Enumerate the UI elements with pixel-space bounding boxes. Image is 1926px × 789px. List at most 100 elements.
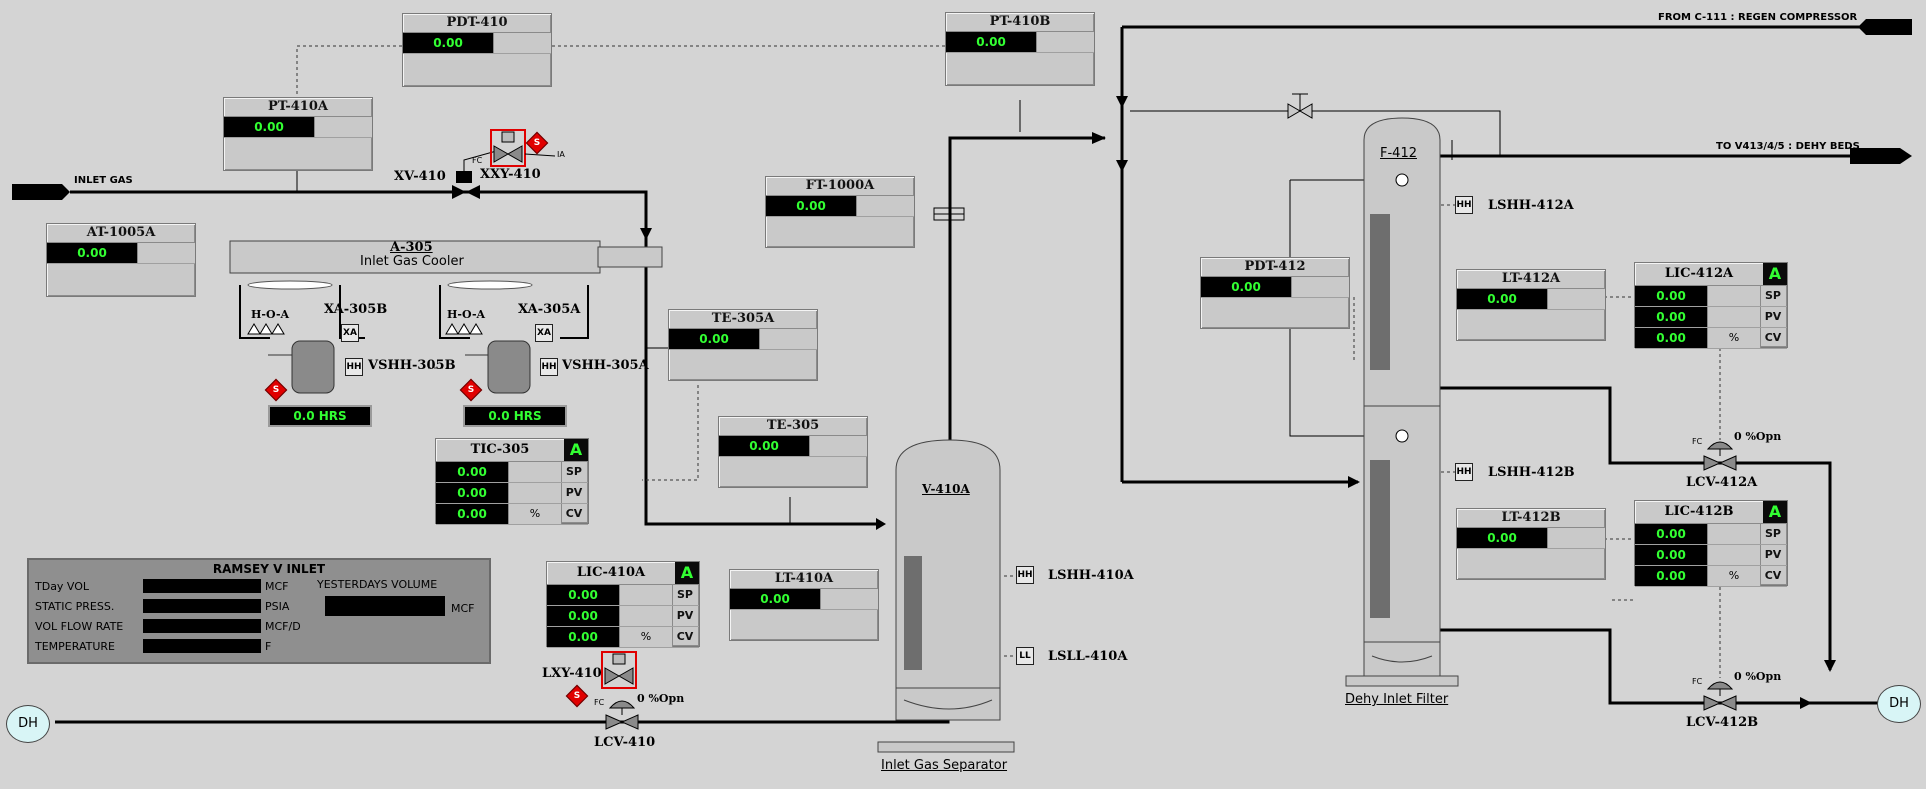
lic410a-tag: LIC-410A — [576, 565, 646, 580]
lxy410-label[interactable]: LXY-410 — [542, 666, 602, 681]
te305a-tag: TE-305A — [669, 310, 817, 329]
ramsey-flow-label: VOL FLOW RATE — [35, 620, 124, 633]
lcv412a-label[interactable]: LCV-412A — [1686, 475, 1758, 490]
lcv412a-fc: FC — [1692, 437, 1703, 446]
lsll410a-label: LSLL-410A — [1048, 649, 1128, 664]
f412-tag[interactable]: F-412 — [1380, 146, 1417, 161]
to-v413-label: TO V413/4/5 : DEHY BEDS — [1716, 141, 1860, 152]
vshh305a-label: VSHH-305A — [562, 358, 649, 373]
pdt410-faceplate[interactable]: PDT-410 0.00 — [402, 13, 552, 87]
tic305-tag: TIC-305 — [470, 442, 530, 457]
xv410-label[interactable]: XV-410 — [394, 169, 446, 184]
ramsey-flow-value — [143, 619, 261, 633]
ramsey-temp-label: TEMPERATURE — [35, 640, 115, 653]
xxy410-label[interactable]: XXY-410 — [480, 167, 541, 182]
hoa-305b-label[interactable]: H-O-A — [251, 308, 290, 321]
lshh412a-label: LSHH-412A — [1488, 198, 1574, 213]
lt412a-value: 0.00 — [1457, 289, 1547, 309]
lt410a-value: 0.00 — [730, 589, 820, 609]
tic305-unit: % — [508, 504, 561, 524]
pdt410-value: 0.00 — [403, 33, 493, 53]
a305-name: Inlet Gas Cooler — [360, 254, 464, 269]
lic412a-cv[interactable]: 0.00 — [1635, 328, 1707, 348]
tic305-pv: 0.00 — [436, 483, 508, 503]
tic305-pv-label: PV — [561, 483, 586, 503]
at1005a-tag: AT-1005A — [47, 224, 195, 243]
ramsey-temp-value — [143, 639, 261, 653]
pt410a-faceplate[interactable]: PT-410A 0.00 — [223, 97, 373, 171]
te305-value: 0.00 — [719, 436, 809, 456]
ramsey-yesterday-value — [325, 596, 445, 616]
v410a-name: Inlet Gas Separator — [881, 758, 1008, 773]
lt410a-tag: LT-410A — [730, 570, 878, 589]
te305-tag: TE-305 — [719, 417, 867, 436]
dh-right-connector[interactable]: DH — [1877, 685, 1921, 723]
lic410a-mode[interactable]: A — [675, 562, 699, 584]
pt410a-value: 0.00 — [224, 117, 314, 137]
lic412b-mode[interactable]: A — [1763, 501, 1787, 523]
vshh305b-badge[interactable]: HH — [345, 358, 363, 376]
ramsey-tday-label: TDay VOL — [35, 580, 90, 593]
lic410a-sp[interactable]: 0.00 — [547, 585, 619, 605]
pdt410-tag: PDT-410 — [403, 14, 551, 33]
lt412b-tag: LT-412B — [1457, 509, 1605, 528]
tic305-mode[interactable]: A — [564, 439, 588, 461]
xa305a-badge[interactable]: XA — [535, 324, 553, 342]
lic412a-sp[interactable]: 0.00 — [1635, 286, 1707, 306]
tic305-sp[interactable]: 0.00 — [436, 462, 508, 482]
lt410a-faceplate[interactable]: LT-410A 0.00 — [729, 569, 879, 641]
xa305b-badge[interactable]: XA — [341, 324, 359, 342]
lic410a-pv-label: PV — [672, 606, 697, 626]
hoa-305a-label[interactable]: H-O-A — [447, 308, 486, 321]
lcv410-opening: 0 %Opn — [637, 692, 685, 705]
lcv412a-opening: 0 %Opn — [1734, 430, 1782, 443]
lcv412b-opening: 0 %Opn — [1734, 670, 1782, 683]
lt412b-faceplate[interactable]: LT-412B 0.00 — [1456, 508, 1606, 580]
ramsey-tday-value — [143, 579, 261, 593]
lshh410a-badge[interactable]: HH — [1016, 566, 1034, 584]
lic412b-pv: 0.00 — [1635, 545, 1707, 565]
te305-faceplate[interactable]: TE-305 0.00 — [718, 416, 868, 488]
ramsey-title: RAMSEY V INLET — [212, 562, 326, 576]
from-c111-label: FROM C-111 : REGEN COMPRESSOR — [1658, 12, 1858, 23]
pdt412-tag: PDT-412 — [1201, 258, 1349, 277]
lic412a-unit: % — [1707, 328, 1760, 348]
pt410b-faceplate[interactable]: PT-410B 0.00 — [945, 12, 1095, 86]
lic412a-mode[interactable]: A — [1763, 263, 1787, 285]
lic410a-cv[interactable]: 0.00 — [547, 627, 619, 647]
lcv412b-label[interactable]: LCV-412B — [1686, 715, 1759, 730]
at1005a-faceplate[interactable]: AT-1005A 0.00 — [46, 223, 196, 297]
xa305a-label: XA-305A — [518, 302, 581, 317]
lshh412a-badge[interactable]: HH — [1455, 196, 1473, 214]
te305a-faceplate[interactable]: TE-305A 0.00 — [668, 309, 818, 381]
lt412a-faceplate[interactable]: LT-412A 0.00 — [1456, 269, 1606, 341]
fan-305a-runhours: 0.0 HRS — [463, 405, 567, 427]
lcv412b-fc: FC — [1692, 677, 1703, 686]
vshh305a-badge[interactable]: HH — [540, 358, 558, 376]
ft1000a-faceplate[interactable]: FT-1000A 0.00 — [765, 176, 915, 248]
tic305-cv[interactable]: 0.00 — [436, 504, 508, 524]
dh-left-connector[interactable]: DH — [6, 705, 50, 743]
ramsey-flow-unit: MCF/D — [265, 620, 301, 633]
lic412b-sp[interactable]: 0.00 — [1635, 524, 1707, 544]
lic412a-pv: 0.00 — [1635, 307, 1707, 327]
lshh412b-badge[interactable]: HH — [1455, 463, 1473, 481]
lshh410a-label: LSHH-410A — [1048, 568, 1134, 583]
ft1000a-tag: FT-1000A — [766, 177, 914, 196]
lic412b-tag: LIC-412B — [1664, 504, 1734, 519]
v410a-tag[interactable]: V-410A — [922, 482, 970, 496]
tic305-cv-label: CV — [561, 504, 586, 524]
inlet-gas-label: INLET GAS — [74, 175, 133, 186]
lic412a-cv-label: CV — [1760, 328, 1785, 348]
lic412a-tag: LIC-412A — [1664, 266, 1734, 281]
pdt412-faceplate[interactable]: PDT-412 0.00 — [1200, 257, 1350, 329]
lcv410-label[interactable]: LCV-410 — [594, 735, 656, 750]
lic412b-cv[interactable]: 0.00 — [1635, 566, 1707, 586]
lsll410a-badge[interactable]: LL — [1016, 647, 1034, 665]
ramsey-temp-unit: F — [265, 640, 272, 653]
ramsey-yesterday-label: YESTERDAYS VOLUME — [317, 578, 438, 591]
